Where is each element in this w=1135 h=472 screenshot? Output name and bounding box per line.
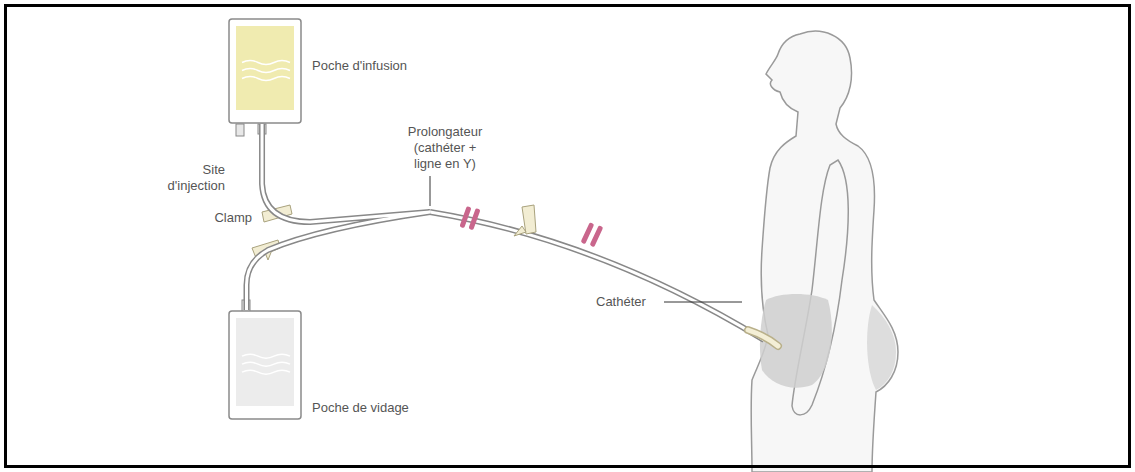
catheter-tip <box>748 330 778 346</box>
bag-label: Poche de vidage <box>312 400 409 416</box>
bag-label: Poche d'infusion <box>312 58 407 74</box>
catheter-line <box>430 212 764 340</box>
pelvic-shading <box>867 305 896 390</box>
part-label: Prolongateur (cathéter + ligne en Y) <box>400 124 490 172</box>
fluid-bag: Poche de vidage <box>228 310 302 420</box>
patient-silhouette <box>751 31 898 472</box>
part-label: Site d'injection <box>150 162 225 194</box>
catheter-line <box>430 212 764 340</box>
leader-line <box>664 302 742 303</box>
frame-border <box>4 4 1131 468</box>
tubing <box>247 124 431 310</box>
catheter-tip <box>748 330 778 346</box>
bag-outline <box>228 18 302 124</box>
part-label: Cathéter <box>596 294 660 310</box>
leader-line <box>430 176 431 206</box>
part-label: Clamp <box>202 210 252 226</box>
bag-port <box>236 124 244 136</box>
connector-coupling <box>459 206 603 247</box>
bag-outline <box>228 310 302 420</box>
fluid-bag: Poche d'infusion <box>228 18 302 124</box>
